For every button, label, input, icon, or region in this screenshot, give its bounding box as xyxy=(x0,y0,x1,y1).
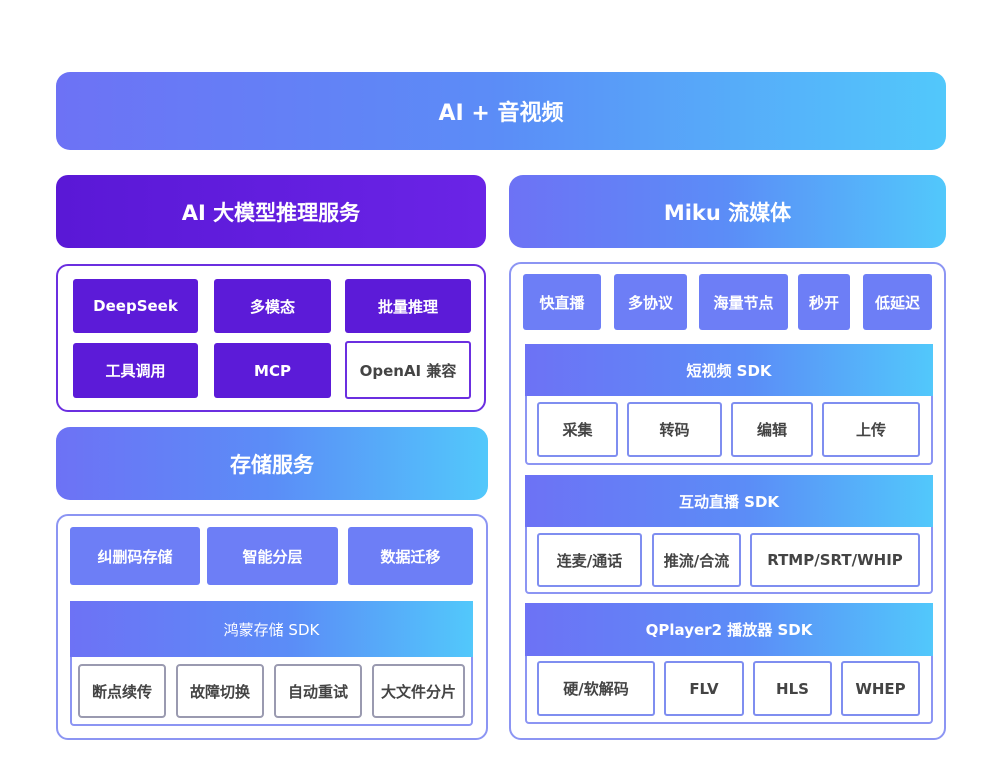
ai-service-title: AI 大模型推理服务 xyxy=(181,200,361,225)
player-item-whep: WHEP xyxy=(841,661,920,716)
top-banner: AI + 音视频 xyxy=(56,72,946,150)
banner-title: AI + 音视频 xyxy=(438,101,564,126)
short-video-sdk-title: 短视频 SDK xyxy=(686,361,772,380)
harmony-sdk-item-chunking: 大文件分片 xyxy=(372,664,465,718)
miku-feature-fast-live: 快直播 xyxy=(523,274,601,330)
miku-feature-low-latency: 低延迟 xyxy=(863,274,932,330)
ai-item-batch-inference: 批量推理 xyxy=(345,279,471,333)
live-item-push-mix: 推流/合流 xyxy=(652,533,741,587)
short-video-sdk-header: 短视频 SDK xyxy=(525,344,933,396)
miku-feature-massive-nodes: 海量节点 xyxy=(699,274,788,330)
live-item-mic-connect: 连麦/通话 xyxy=(537,533,642,587)
short-video-item-capture: 采集 xyxy=(537,402,618,457)
storage-header: 存储服务 xyxy=(56,427,488,500)
harmony-sdk-header: 鸿蒙存储 SDK xyxy=(70,601,473,657)
storage-title: 存储服务 xyxy=(230,452,314,477)
miku-feature-instant-open: 秒开 xyxy=(798,274,850,330)
ai-service-header: AI 大模型推理服务 xyxy=(56,175,486,248)
live-sdk-title: 互动直播 SDK xyxy=(678,492,780,511)
harmony-sdk-item-resume: 断点续传 xyxy=(78,664,166,718)
miku-title: Miku 流媒体 xyxy=(663,200,792,225)
ai-item-tool-calling: 工具调用 xyxy=(73,343,198,398)
player-item-decoding: 硬/软解码 xyxy=(537,661,655,716)
player-item-hls: HLS xyxy=(753,661,832,716)
harmony-sdk-item-retry: 自动重试 xyxy=(274,664,362,718)
miku-feature-multi-protocol: 多协议 xyxy=(614,274,687,330)
ai-item-deepseek: DeepSeek xyxy=(73,279,198,333)
harmony-sdk-item-failover: 故障切换 xyxy=(176,664,264,718)
player-sdk-title: QPlayer2 播放器 SDK xyxy=(645,621,813,639)
short-video-item-upload: 上传 xyxy=(822,402,920,457)
storage-item-tiering: 智能分层 xyxy=(207,527,338,585)
player-sdk-header: QPlayer2 播放器 SDK xyxy=(525,603,933,656)
live-item-protocols: RTMP/SRT/WHIP xyxy=(750,533,920,587)
miku-header: Miku 流媒体 xyxy=(509,175,946,248)
ai-item-mcp: MCP xyxy=(214,343,331,398)
storage-item-erasure-coding: 纠删码存储 xyxy=(70,527,200,585)
storage-item-migration: 数据迁移 xyxy=(348,527,473,585)
short-video-item-transcode: 转码 xyxy=(627,402,722,457)
harmony-sdk-title: 鸿蒙存储 SDK xyxy=(223,620,320,639)
short-video-item-edit: 编辑 xyxy=(731,402,813,457)
live-sdk-header: 互动直播 SDK xyxy=(525,475,933,527)
ai-item-openai-compatible: OpenAI 兼容 xyxy=(345,341,471,399)
player-item-flv: FLV xyxy=(664,661,744,716)
ai-item-multimodal: 多模态 xyxy=(214,279,331,333)
